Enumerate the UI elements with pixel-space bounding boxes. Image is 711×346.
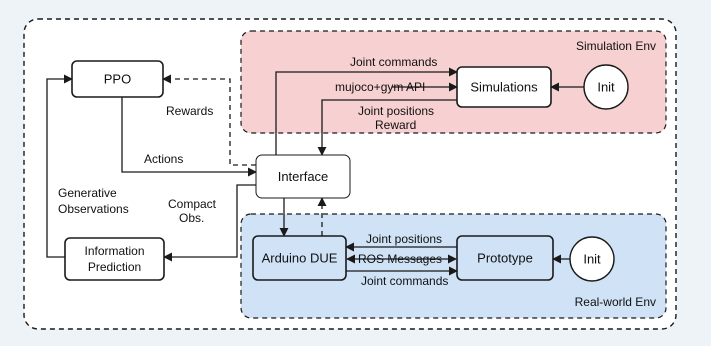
edge-interface-to-ppo-rewards	[162, 74, 256, 166]
node-arduino-label: Arduino DUE	[262, 251, 338, 266]
node-init-real[interactable]: Init	[569, 236, 615, 282]
label-compact-obs-line1: Compact	[168, 197, 217, 211]
label-reward-sim: Reward	[375, 118, 416, 132]
edge-simulations-to-interface	[317, 99, 457, 156]
node-arduino[interactable]: Arduino DUE	[252, 235, 347, 281]
node-infopred-line1: Information	[84, 244, 144, 258]
label-mujoco-api: mujoco+gym API	[335, 80, 425, 94]
label-ros-messages: ROS Messages	[358, 252, 442, 266]
node-infopred-line2: Prediction	[88, 260, 141, 274]
simulation-env-panel	[240, 30, 667, 134]
label-joint-commands-real: Joint commands	[361, 274, 448, 288]
real-world-env-label: Real-world Env	[575, 295, 656, 309]
real-world-env-panel	[240, 213, 667, 319]
node-init-sim[interactable]: Init	[583, 64, 629, 110]
label-generative-obs-line2: Observations	[58, 202, 129, 216]
node-information-prediction[interactable]: Information Prediction	[64, 237, 165, 281]
node-ppo[interactable]: PPO	[71, 60, 164, 98]
node-interface[interactable]: Interface	[255, 154, 351, 199]
label-rewards: Rewards	[166, 104, 213, 118]
node-prototype-label: Prototype	[477, 251, 533, 266]
node-init-sim-label: Init	[597, 80, 615, 95]
edge-interface-to-infopred	[163, 184, 256, 262]
label-generative-obs-line1: Generative	[58, 186, 117, 200]
node-ppo-label: PPO	[104, 72, 131, 87]
node-simulations-label: Simulations	[470, 80, 538, 95]
node-simulations[interactable]: Simulations	[456, 66, 552, 108]
simulation-env-label: Simulation Env	[576, 39, 656, 53]
label-joint-positions-real: Joint positions	[366, 232, 442, 246]
edge-infopred-to-ppo	[46, 74, 73, 258]
label-joint-commands-sim: Joint commands	[350, 55, 437, 69]
node-interface-label: Interface	[278, 169, 329, 184]
edge-interface-to-simulations	[275, 67, 458, 155]
label-actions: Actions	[144, 152, 183, 166]
node-prototype[interactable]: Prototype	[456, 235, 554, 281]
label-joint-positions-sim: Joint positions	[358, 104, 434, 118]
label-compact-obs-line2: Obs.	[179, 211, 204, 225]
node-init-real-label: Init	[583, 252, 601, 267]
edge-ppo-to-interface-actions	[121, 97, 257, 177]
